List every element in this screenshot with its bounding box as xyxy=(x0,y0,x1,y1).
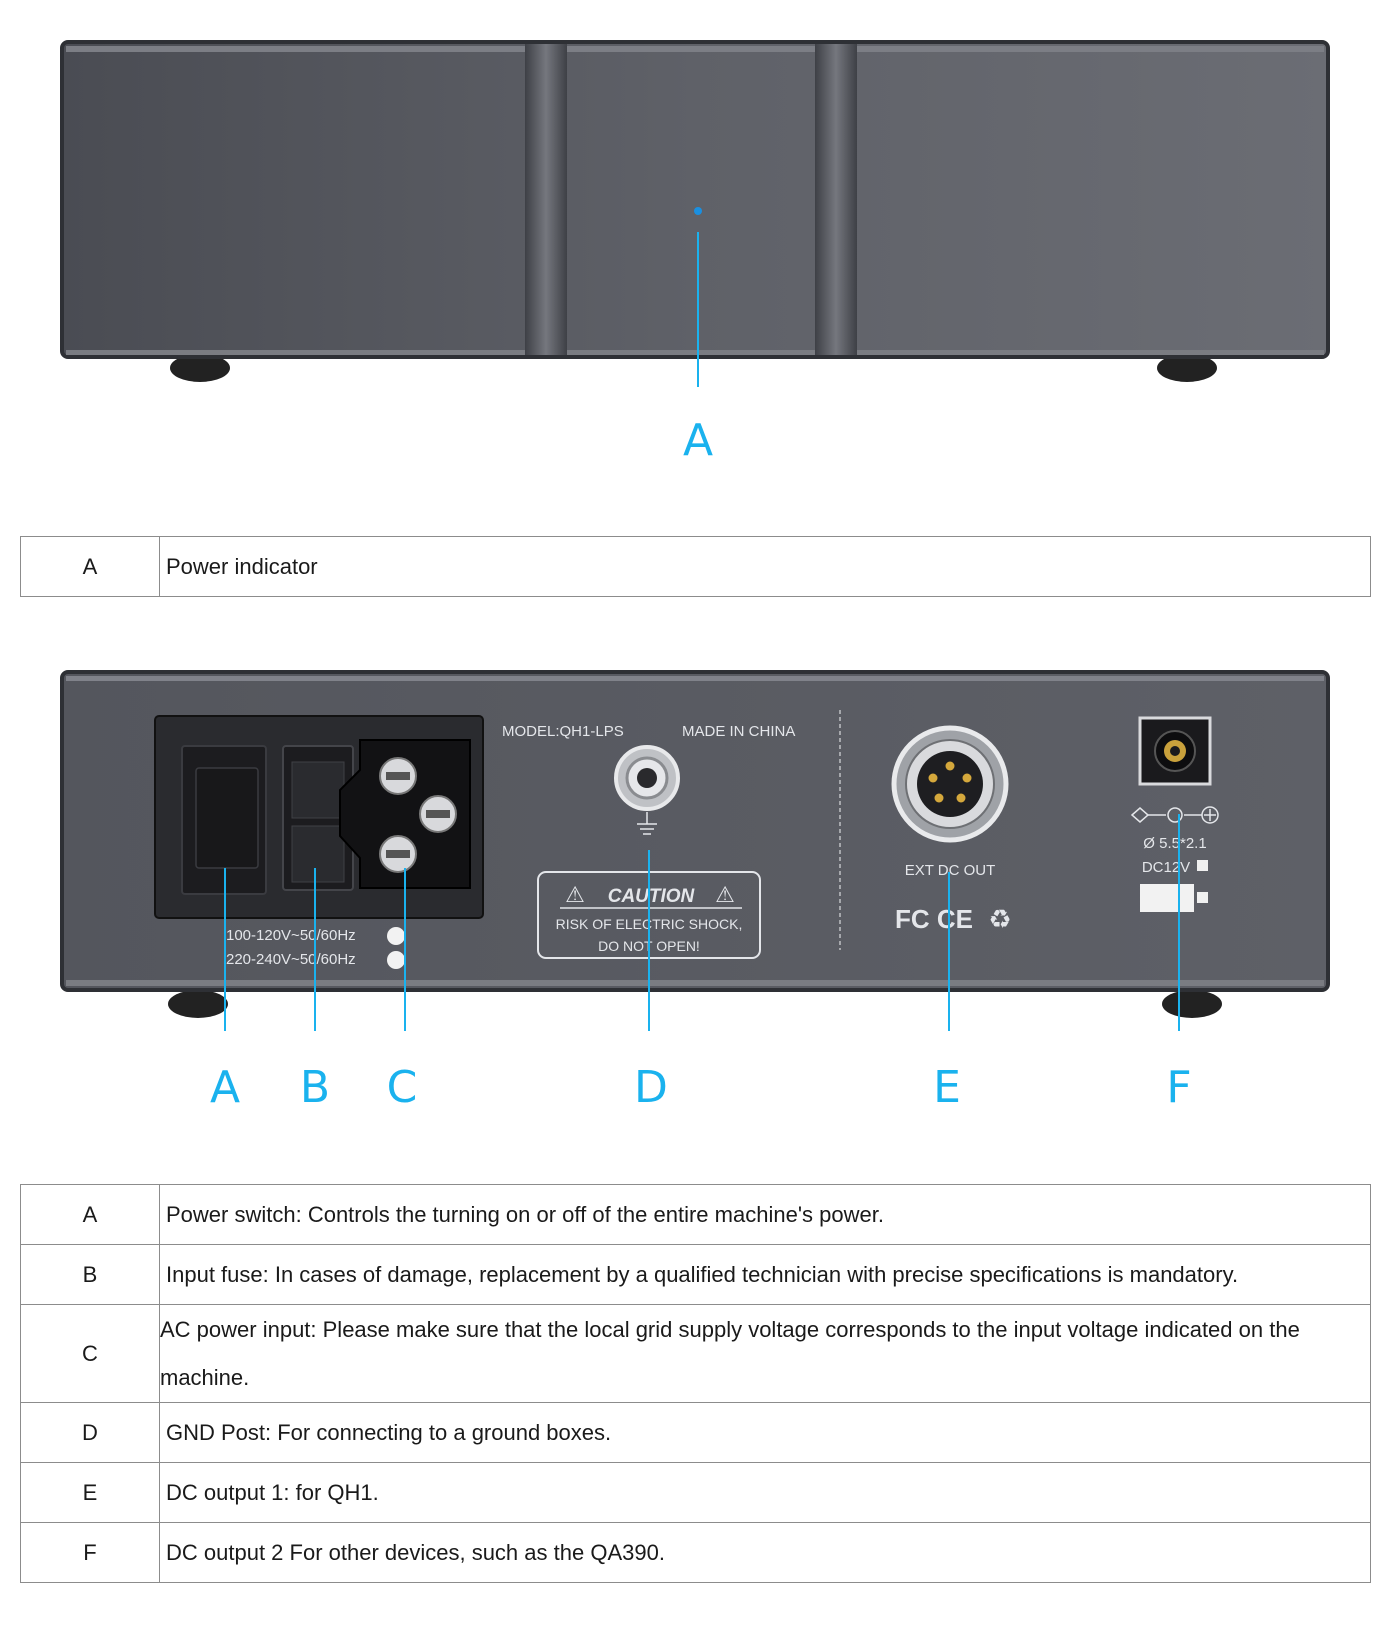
rear-left-foot xyxy=(168,990,228,1018)
table-row: A Power indicator xyxy=(20,536,1371,597)
row-description: GND Post: For connecting to a ground box… xyxy=(159,1402,1371,1463)
model-label: MODEL:QH1-LPS xyxy=(502,723,624,740)
caution-title: CAUTION xyxy=(608,886,696,907)
voltage-dot-2 xyxy=(387,951,405,969)
front-spec-table: A Power indicator xyxy=(20,536,1371,597)
rear-spec-table: A Power switch: Controls the turning on … xyxy=(20,1184,1371,1583)
front-callout-a: A xyxy=(683,415,713,466)
table-row: D GND Post: For connecting to a ground b… xyxy=(20,1402,1371,1463)
row-description: DC output 1: for QH1. xyxy=(159,1462,1371,1523)
row-key: D xyxy=(20,1402,160,1463)
front-groove-left xyxy=(525,44,567,355)
ac-power-inlet[interactable] xyxy=(339,739,471,889)
row-key: B xyxy=(20,1244,160,1305)
cert-marks: FC CE xyxy=(895,904,973,934)
rear-callout-a: A xyxy=(210,1062,240,1110)
row-key: C xyxy=(20,1304,160,1403)
voltage-dot-1 xyxy=(387,927,405,945)
voltage-label-2: 220-240V~50/60Hz xyxy=(226,951,356,968)
front-left-foot xyxy=(170,354,230,382)
origin-label: MADE IN CHINA xyxy=(682,723,795,740)
rear-callout-b: B xyxy=(300,1062,330,1110)
front-groove-right xyxy=(815,44,857,355)
power-indicator-led xyxy=(694,207,702,215)
rear-callout-d: D xyxy=(634,1062,668,1110)
row-key: A xyxy=(20,536,160,597)
front-panel-figure: A xyxy=(60,40,1330,466)
rear-right-foot xyxy=(1162,990,1222,1018)
voltage-label-1: 100-120V~50/60Hz xyxy=(226,927,356,944)
table-row: C AC power input: Please make sure that … xyxy=(20,1304,1371,1403)
dc-jack-size-label: Ø 5.5*2.1 xyxy=(1143,835,1206,852)
row-description: AC power input: Please make sure that th… xyxy=(159,1304,1371,1403)
rear-panel-figure: 100-120V~50/60Hz 220-240V~50/60Hz MODEL:… xyxy=(60,670,1330,1110)
front-right-foot xyxy=(1157,354,1217,382)
rear-callout-c: C xyxy=(387,1062,418,1110)
dc-voltage-label: DC12V xyxy=(1142,859,1190,876)
row-key: A xyxy=(20,1184,160,1245)
table-row: A Power switch: Controls the turning on … xyxy=(20,1184,1371,1245)
output-selector-block xyxy=(1140,884,1194,912)
table-row: E DC output 1: for QH1. xyxy=(20,1462,1371,1523)
row-key: F xyxy=(20,1522,160,1583)
ground-symbol-icon xyxy=(637,812,657,835)
front-chassis xyxy=(60,40,1330,359)
rear-callout-e: E xyxy=(933,1062,961,1110)
row-description: Input fuse: In cases of damage, replacem… xyxy=(159,1244,1371,1305)
warning-triangle-icon: ⚠ xyxy=(565,882,585,907)
table-row: F DC output 2 For other devices, such as… xyxy=(20,1522,1371,1583)
polarity-symbol-icon xyxy=(1130,806,1219,824)
row-description: Power switch: Controls the turning on or… xyxy=(159,1184,1371,1245)
row-description: DC output 2 For other devices, such as t… xyxy=(159,1522,1371,1583)
rear-callout-lines xyxy=(224,814,1180,1031)
row-description: Power indicator xyxy=(159,536,1371,597)
ext-dc-out-label: EXT DC OUT xyxy=(905,862,996,879)
recycle-icon: ♻ xyxy=(988,904,1011,934)
rear-callout-f: F xyxy=(1166,1062,1191,1110)
table-row: B Input fuse: In cases of damage, replac… xyxy=(20,1244,1371,1305)
warning-triangle-icon: ⚠ xyxy=(715,882,735,907)
row-key: E xyxy=(20,1462,160,1523)
